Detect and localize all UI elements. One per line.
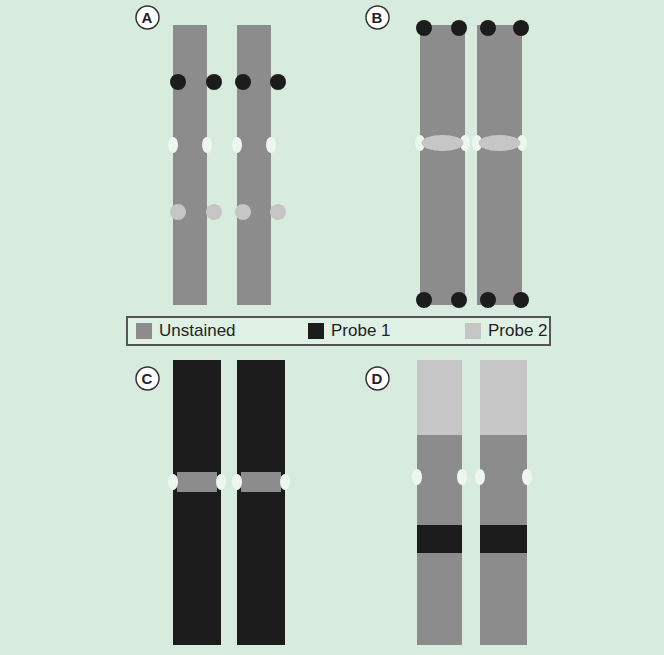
legend-swatch <box>465 323 481 339</box>
legend-swatch <box>308 323 324 339</box>
panel-letter: B <box>365 5 390 30</box>
panel-letter: C <box>135 366 160 391</box>
panel-letter: D <box>365 366 390 391</box>
chromosome-b <box>415 20 529 308</box>
chromosome-c <box>168 360 290 645</box>
legend: Unstained Probe 1 Probe 2 <box>126 316 551 346</box>
panel-letter-text: A <box>142 9 153 26</box>
legend-label: Probe 2 <box>488 321 548 341</box>
panel-letter-text: D <box>372 370 383 387</box>
legend-item: Probe 1 <box>308 318 391 344</box>
legend-label: Unstained <box>159 321 236 341</box>
legend-item: Probe 2 <box>465 318 548 344</box>
chromosome-d <box>412 360 532 645</box>
panel-letter-text: B <box>372 9 383 26</box>
legend-item: Unstained <box>136 318 236 344</box>
legend-label: Probe 1 <box>331 321 391 341</box>
panel-letter: A <box>135 5 160 30</box>
panel-letter-text: C <box>142 370 153 387</box>
chromosome-a <box>168 25 286 305</box>
legend-swatch <box>136 323 152 339</box>
